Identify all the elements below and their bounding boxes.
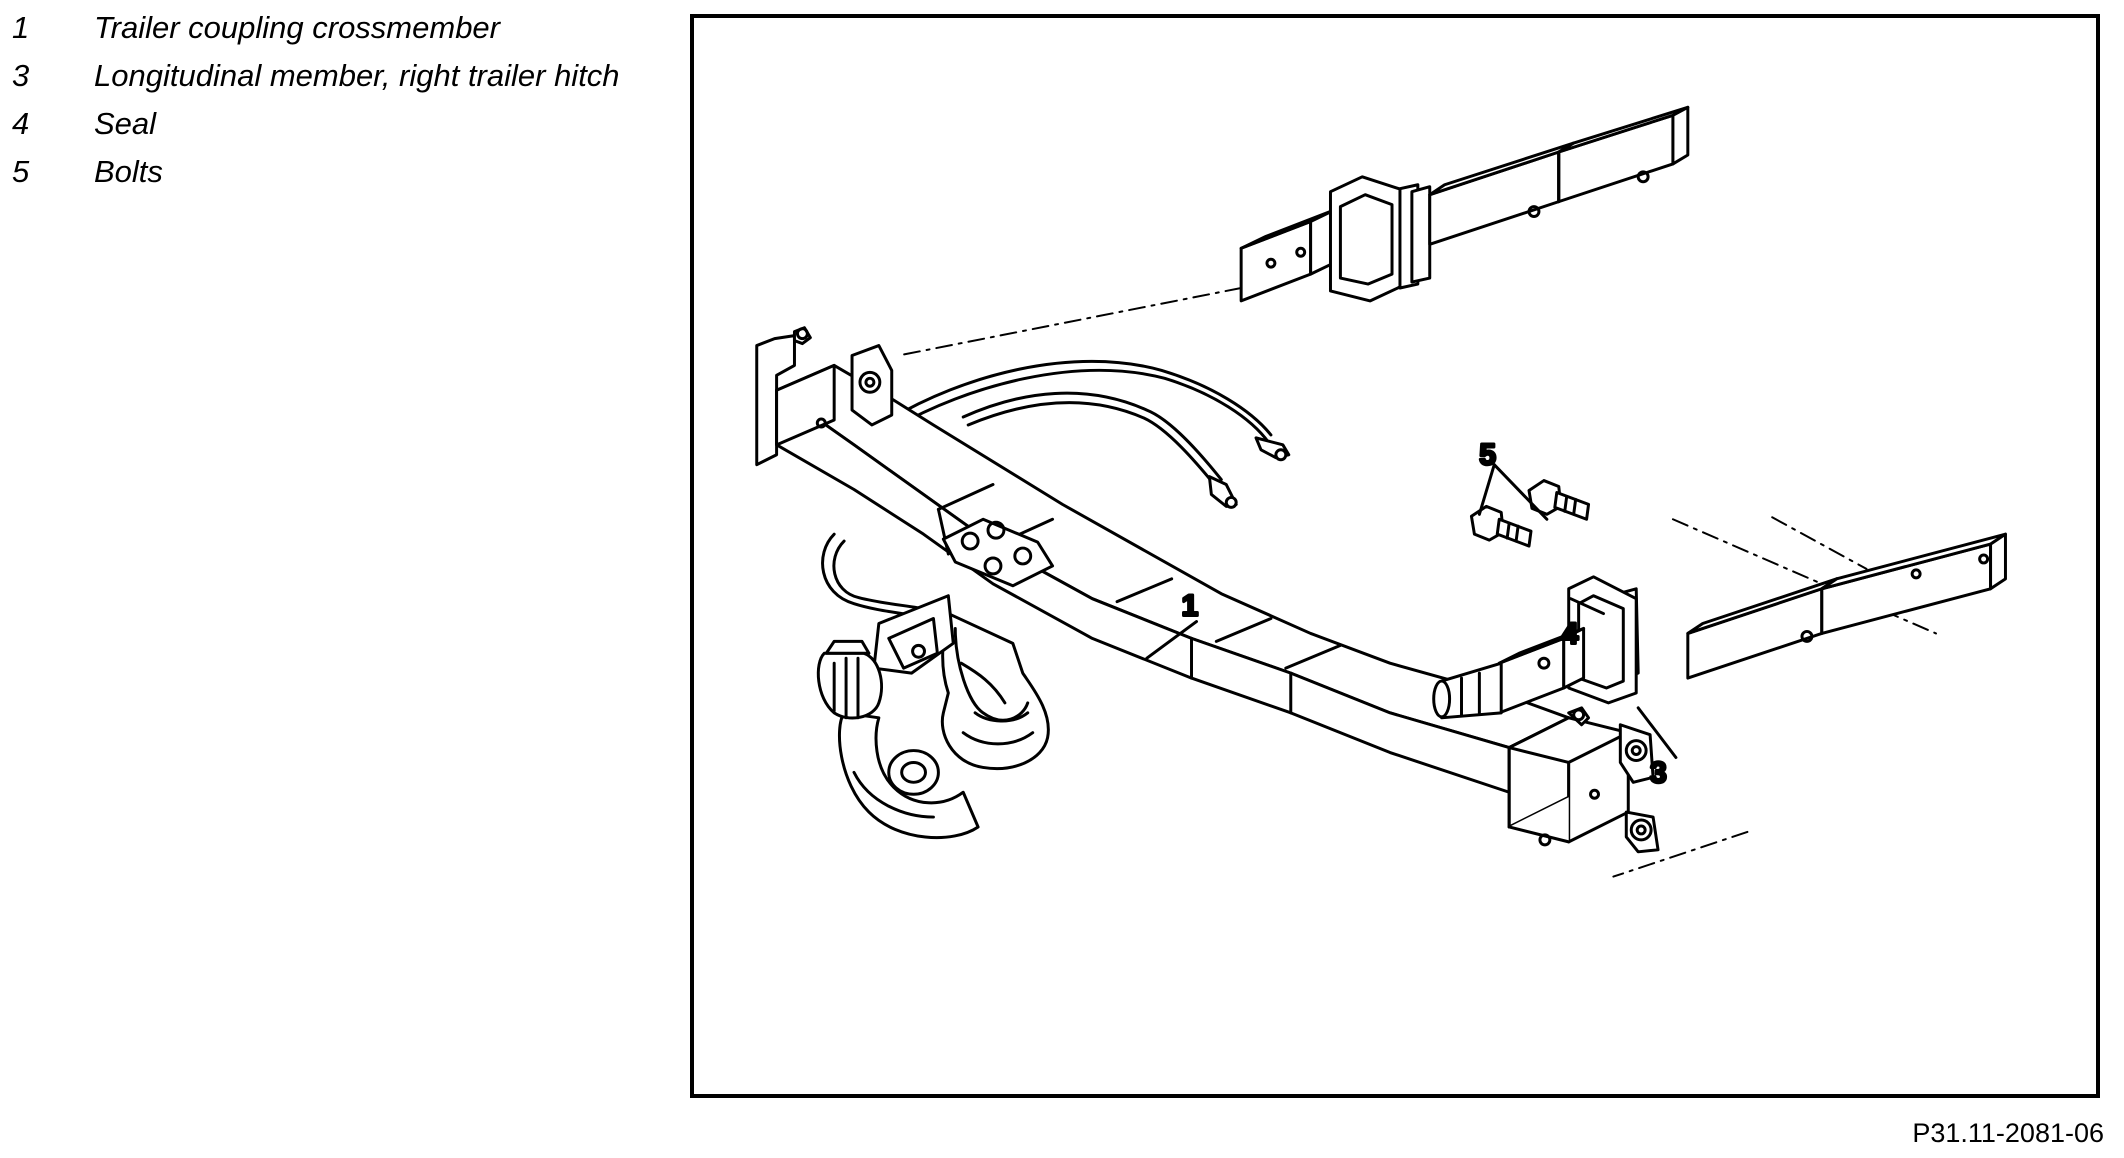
- figure-reference: P31.11-2081-06: [1912, 1118, 2104, 1148]
- legend-item: 3 Longitudinal member, right trailer hit…: [12, 58, 672, 106]
- callout-5: 5: [1479, 439, 1496, 472]
- legend-item-number: 3: [12, 58, 30, 93]
- right-longitudinal-member: [1432, 532, 2007, 720]
- cable-harness: [821, 359, 1291, 621]
- legend-item: 1 Trailer coupling crossmember: [12, 10, 672, 58]
- trailer-hitch-exploded-drawing: 1 3 4 5: [755, 105, 2007, 878]
- tow-ball-assembly: [816, 594, 1050, 840]
- leader-lines: [1145, 463, 1678, 759]
- callout-3: 3: [1650, 756, 1667, 789]
- legend-item: 4 Seal: [12, 106, 672, 154]
- bolts: [1469, 479, 1591, 548]
- bolt-upper: [1527, 479, 1591, 521]
- legend-item-number: 4: [12, 106, 30, 141]
- legend-item-label: Bolts: [94, 154, 163, 189]
- callout-1: 1: [1182, 590, 1199, 623]
- diagram-frame: 1 3 4 5: [690, 14, 2100, 1098]
- legend-item-label: Longitudinal member, right trailer hitch: [94, 58, 620, 93]
- trailer-coupling-crossmember: [755, 326, 1660, 872]
- parts-legend: 1 Trailer coupling crossmember 3 Longitu…: [12, 10, 672, 202]
- legend-item-label: Trailer coupling crossmember: [94, 10, 500, 45]
- left-longitudinal-member: [1239, 105, 1690, 319]
- legend-item: 5 Bolts: [12, 154, 672, 202]
- legend-item-label: Seal: [94, 106, 157, 141]
- legend-item-number: 5: [12, 154, 30, 189]
- callout-4: 4: [1562, 617, 1579, 650]
- legend-item-number: 1: [12, 10, 30, 45]
